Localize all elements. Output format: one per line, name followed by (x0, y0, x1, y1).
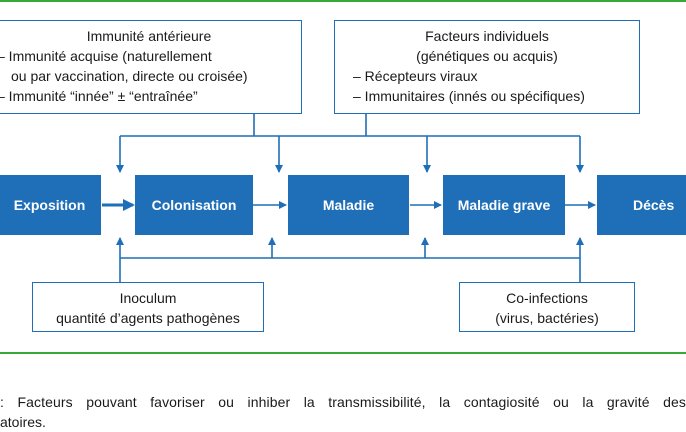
bottom-rule (0, 352, 686, 354)
coinfections-box: Co-infections (virus, bactéries) (459, 282, 635, 332)
individual-factors-line-2: – Immunitaires (innés ou spécifiques) (353, 88, 585, 104)
inoculum-description: quantité d’agents pathogènes (56, 310, 240, 326)
stage-colonisation: Colonisation (135, 175, 253, 235)
top-rule (0, 0, 686, 2)
individual-factors-box: Facteurs individuels (génétiques ou acqu… (334, 20, 640, 114)
caption-line-1: : Facteurs pouvant favoriser ou inhiber … (0, 394, 686, 410)
caption-line-2: atoires. (0, 414, 46, 430)
stage-maladie: Maladie (288, 175, 409, 235)
prior-immunity-line-3: – Immunité “innée” ± “entraînée” (0, 88, 198, 104)
inoculum-box: Inoculum quantité d’agents pathogènes (32, 282, 264, 332)
coinfections-description: (virus, bactéries) (495, 310, 599, 326)
prior-immunity-line-1: – Immunité acquise (naturellement (0, 48, 212, 64)
stage-exposition: Exposition (0, 175, 101, 235)
prior-immunity-box: Immunité antérieure – Immunité acquise (… (0, 20, 302, 114)
stage-maladie-label: Maladie (322, 197, 375, 213)
stage-deces-label: Décès (633, 197, 675, 213)
stage-deces: Décès (597, 175, 686, 235)
prior-immunity-title: Immunité antérieure (86, 28, 212, 44)
inoculum-title: Inoculum (119, 290, 177, 306)
coinfections-title: Co-infections (506, 290, 588, 306)
connector-diagram (102, 113, 596, 282)
stage-maladie-grave: Maladie grave (443, 175, 565, 235)
individual-factors-title: Facteurs individuels (425, 28, 549, 44)
stage-colonisation-label: Colonisation (151, 197, 237, 213)
stage-exposition-label: Exposition (13, 197, 86, 213)
figure-caption: : Facteurs pouvant favoriser ou inhiber … (0, 392, 686, 432)
individual-factors-line-1: – Récepteurs viraux (353, 68, 478, 84)
individual-factors-subtitle: (génétiques ou acquis) (416, 48, 558, 64)
stage-maladie-grave-label: Maladie grave (457, 197, 551, 213)
prior-immunity-line-2: ou par vaccination, directe ou croisée) (11, 68, 248, 84)
